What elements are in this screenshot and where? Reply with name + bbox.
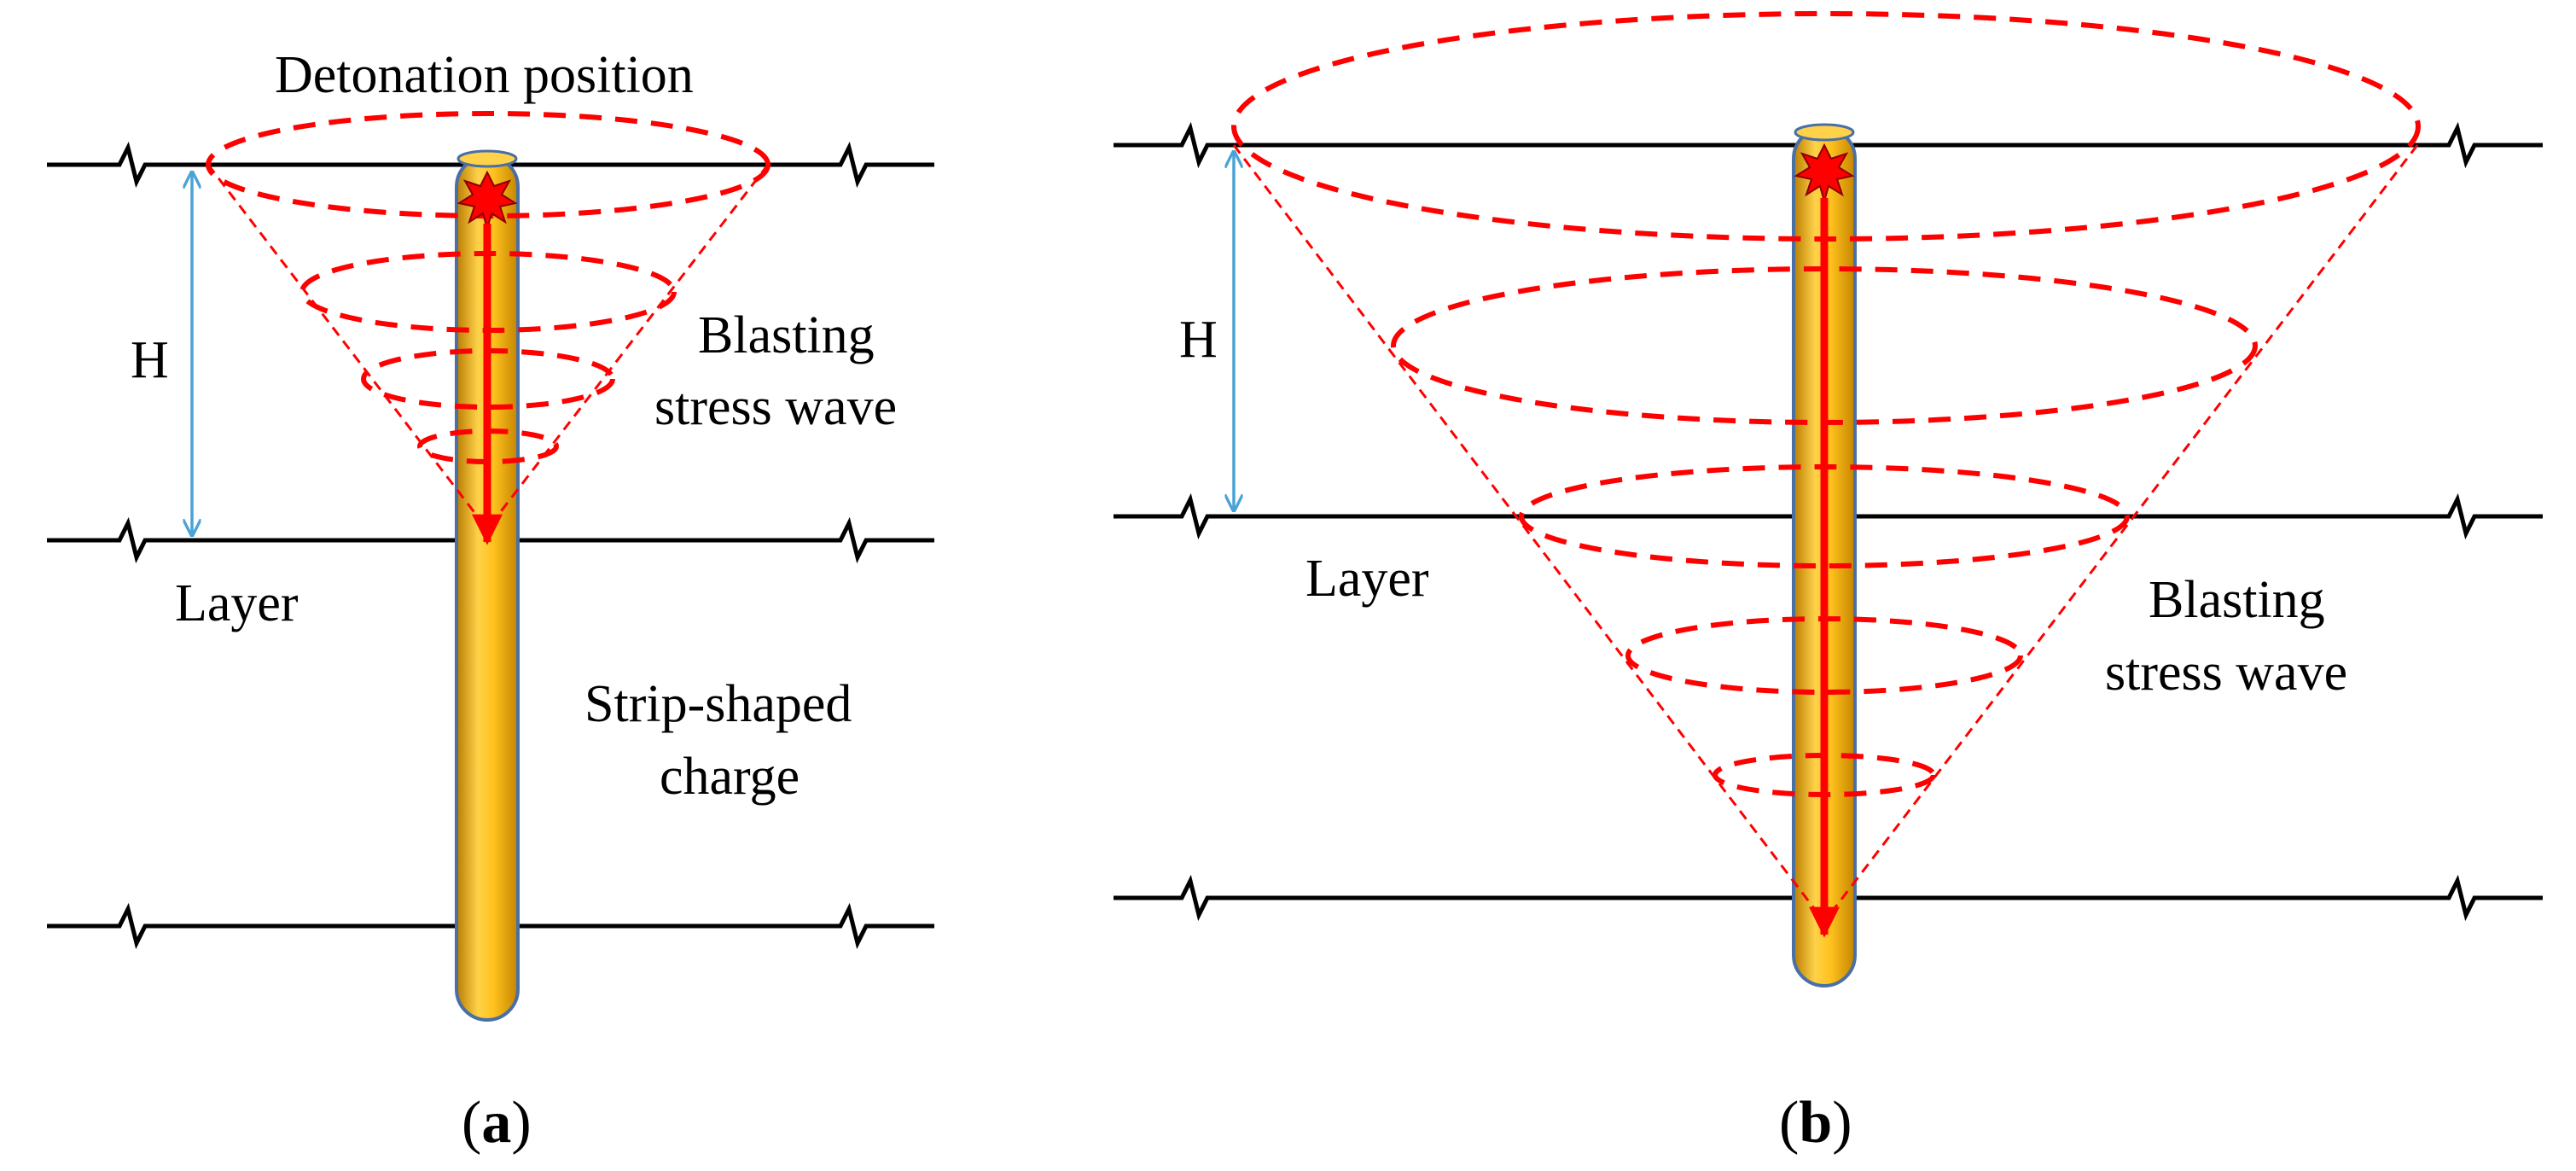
dimension-label-h-b: H [1179,311,1218,369]
caption-b: (b) [1779,1090,1852,1156]
caption-b-letter: b [1799,1090,1832,1156]
layer-label-a: Layer [175,574,299,632]
caption-a-letter: a [481,1090,511,1156]
wave-cone-boundary-a [206,164,770,530]
layer-label-b: Layer [1305,550,1429,608]
charge-label-line1: Strip-shaped [584,675,852,733]
wave-label-a-line1: Blasting [698,306,875,364]
charge-label-line2: charge [660,748,800,806]
wave-label-b-line1: Blasting [2149,571,2325,629]
caption-b-open: ( [1779,1090,1799,1156]
caption-a-close: ) [511,1090,531,1156]
panel-b: H Layer Blasting stress wave (b) [1114,11,2543,1156]
panel-a: Detonation position H Blasting stress wa… [47,46,934,1156]
caption-b-close: ) [1832,1090,1852,1156]
caption-a: (a) [462,1090,532,1156]
detonation-label: Detonation position [275,46,694,104]
wave-label-b-line2: stress wave [2105,644,2347,702]
strip-charge-a [455,149,520,1022]
dimension-label-h-a: H [131,331,169,389]
caption-a-open: ( [462,1090,481,1156]
wave-cone-boundary-b [1232,144,2419,923]
wave-label-a-line2: stress wave [654,378,897,436]
